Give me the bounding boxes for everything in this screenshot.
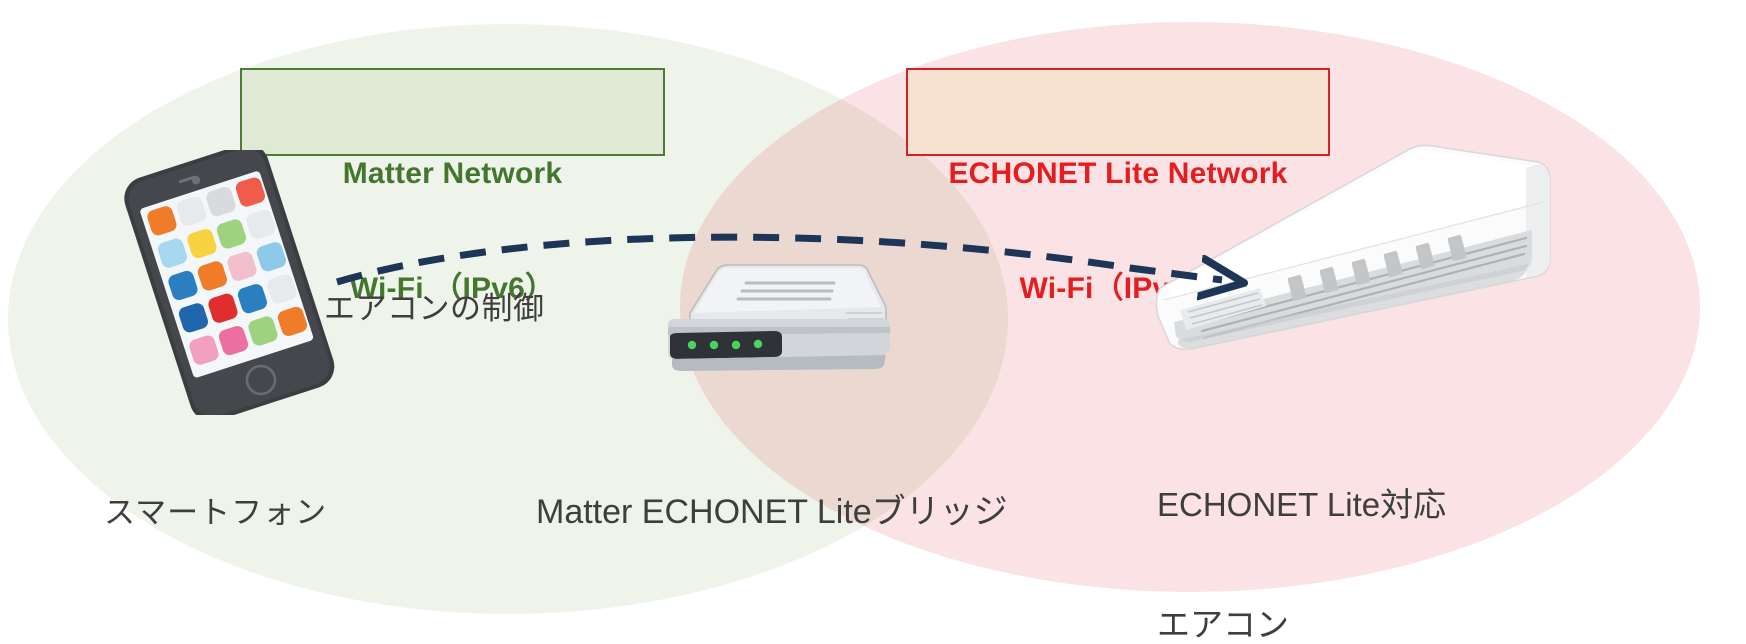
router-bridge-icon-svg (668, 264, 890, 371)
bridge-caption: Matter ECHONET Liteブリッジ (536, 409, 1008, 616)
echonet-network-label-line1: ECHONET Lite Network (948, 156, 1288, 190)
air-conditioner-caption: ECHONET Lite対応 エアコン (1157, 404, 1446, 644)
bridge-caption-line1: Matter ECHONET Liteブリッジ (536, 492, 1008, 531)
smartphone-icon (96, 143, 356, 422)
echonet-network-label-box: ECHONET Lite Network Wi-Fi（IPv4） (906, 68, 1330, 305)
air-conditioner-icon (1140, 140, 1560, 390)
router-bridge-icon (650, 255, 900, 395)
air-conditioner-caption-line1: ECHONET Lite対応 (1157, 485, 1447, 523)
matter-network-label-line1: Matter Network (342, 156, 563, 190)
matter-network-label-box: Matter Network Wi-Fi （IPv6） (240, 68, 665, 305)
smartphone-caption-line1: スマートフォン (104, 494, 328, 530)
air-conditioner-caption-line2: エアコン (1157, 606, 1289, 644)
smartphone-icon-svg (124, 143, 335, 422)
control-flow-label: エアコンの制御 (324, 291, 545, 326)
air-conditioner-icon-svg (1155, 144, 1551, 351)
smartphone-caption: スマートフォン (104, 418, 327, 607)
